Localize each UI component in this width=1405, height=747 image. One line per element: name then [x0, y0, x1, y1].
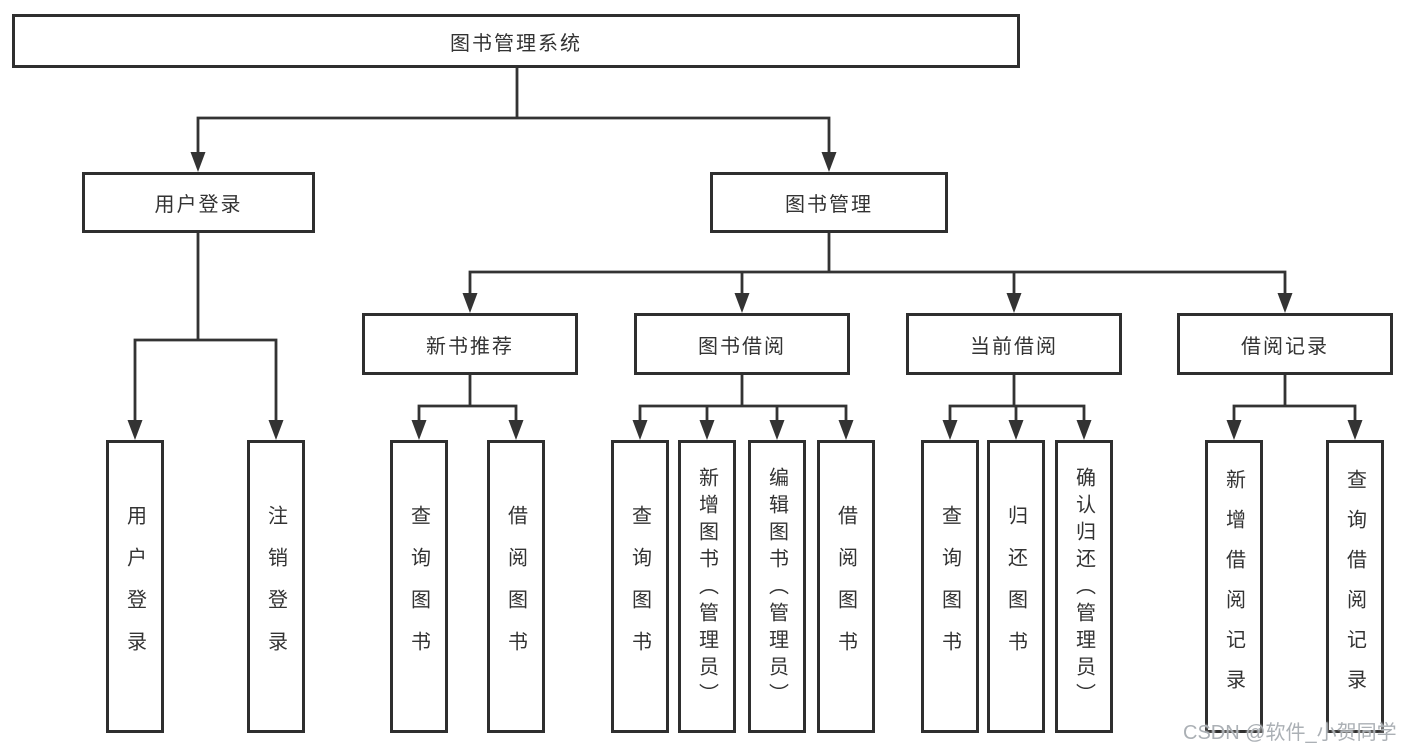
node-book-borrow: 图书借阅 [634, 313, 850, 375]
leaf-user-login: 用户登录 [106, 440, 164, 733]
node-book-management: 图书管理 [710, 172, 948, 233]
leaf-query-books-recommend: 查询图书 [390, 440, 448, 733]
leaf-query-books-borrow: 查询图书 [611, 440, 669, 733]
arrowheads [127, 152, 1363, 440]
node-current-borrow: 当前借阅 [906, 313, 1122, 375]
leaf-logout: 注销登录 [247, 440, 305, 733]
leaf-edit-book-admin: 编辑图书（管理员） [748, 440, 806, 733]
watermark: CSDN @软件_小贺同学 [1183, 722, 1397, 744]
leaf-add-borrow-record: 新增借阅记录 [1205, 440, 1263, 733]
node-new-book-recommend: 新书推荐 [362, 313, 578, 375]
leaf-return-book: 归还图书 [987, 440, 1045, 733]
node-borrow-records: 借阅记录 [1177, 313, 1393, 375]
node-root: 图书管理系统 [12, 14, 1020, 68]
node-user-login: 用户登录 [82, 172, 315, 233]
leaf-confirm-return-admin: 确认归还（管理员） [1055, 440, 1113, 733]
leaf-query-books-current: 查询图书 [921, 440, 979, 733]
leaf-query-borrow-record: 查询借阅记录 [1326, 440, 1384, 733]
leaf-borrow-books: 借阅图书 [817, 440, 875, 733]
leaf-borrow-books-recommend: 借阅图书 [487, 440, 545, 733]
leaf-add-book-admin: 新增图书（管理员） [678, 440, 736, 733]
